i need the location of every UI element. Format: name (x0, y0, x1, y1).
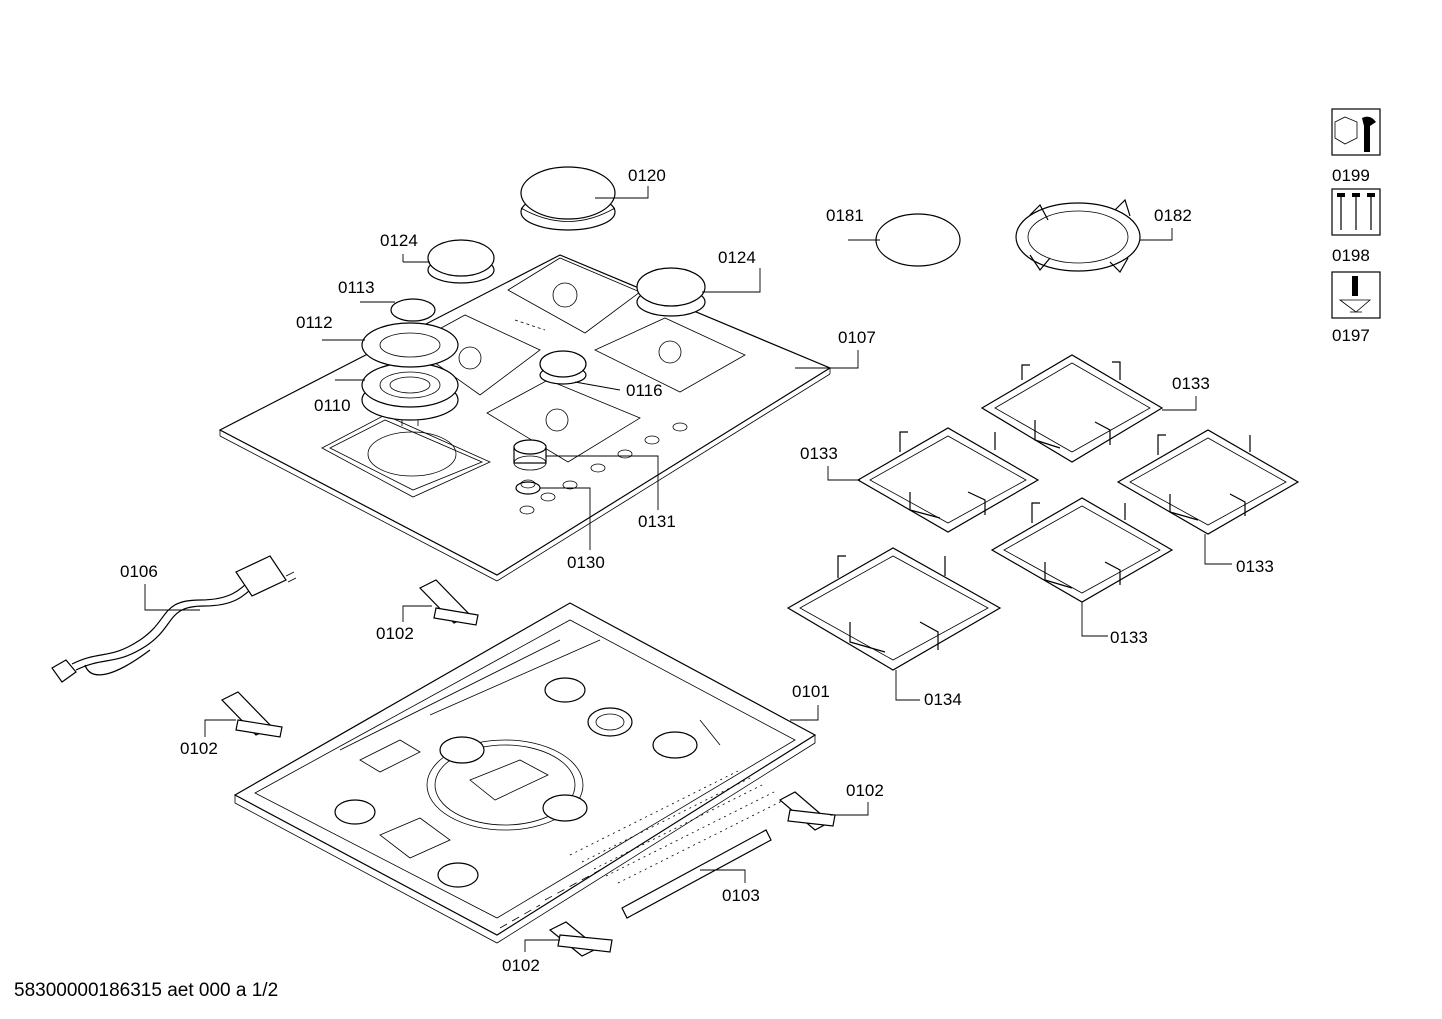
leader-lines (144, 186, 1232, 952)
burner-cap-medium-left (427, 239, 495, 284)
part-labels: 0120 0124 0124 0113 0112 0110 0116 0107 … (120, 166, 1370, 975)
seal-strip (621, 829, 772, 919)
label-0199: 0199 (1332, 166, 1370, 185)
label-0197: 0197 (1332, 326, 1370, 345)
bottom-tray (233, 602, 817, 944)
clamp-bottom (548, 921, 613, 957)
wok-ring (1015, 198, 1141, 273)
label-0102-bottom: 0102 (502, 956, 540, 975)
label-0181: 0181 (826, 206, 864, 225)
pan-support-front (990, 497, 1174, 603)
label-0103: 0103 (722, 886, 760, 905)
label-0124-right: 0124 (718, 248, 756, 267)
clamp-right (778, 791, 836, 831)
simmer-plate (875, 213, 961, 267)
label-0102-left: 0102 (180, 739, 218, 758)
label-0102-top: 0102 (376, 624, 414, 643)
label-0133-right: 0133 (1236, 557, 1274, 576)
document-code: 58300000186315 aet 000 a 1/2 (14, 980, 279, 1001)
label-0107: 0107 (838, 328, 876, 347)
pan-support-back-right (980, 354, 1164, 463)
power-cord (51, 555, 297, 683)
label-0116: 0116 (626, 381, 663, 400)
label-0133-left: 0133 (800, 444, 838, 463)
vent-holes (569, 769, 789, 884)
label-0113: 0113 (338, 278, 375, 297)
screwdriver-icon (1331, 271, 1381, 319)
label-0112: 0112 (296, 313, 333, 332)
pan-support-back-left (856, 427, 1040, 533)
label-0110: 0110 (314, 396, 351, 415)
clamp-left (220, 691, 283, 738)
burner-cap-medium-right (636, 267, 706, 317)
control-knob (513, 439, 547, 471)
label-0102-right: 0102 (846, 781, 884, 800)
label-0130: 0130 (567, 553, 605, 572)
label-0182: 0182 (1154, 206, 1192, 225)
burner-cap-small (539, 350, 587, 385)
knob-bezel (515, 479, 541, 495)
pan-support-wok (786, 547, 1002, 671)
label-0101: 0101 (792, 682, 830, 701)
label-0133-front: 0133 (1110, 628, 1148, 647)
screws-icon (1331, 188, 1381, 236)
label-0198: 0198 (1332, 246, 1370, 265)
hob-top-plate (218, 254, 832, 582)
label-0131: 0131 (638, 512, 676, 531)
burner-cap-large (520, 166, 616, 231)
pan-support-right (1116, 429, 1300, 535)
wok-burner-stack (361, 298, 459, 426)
label-0134: 0134 (924, 690, 962, 709)
label-0120: 0120 (628, 166, 666, 185)
label-0133-top: 0133 (1172, 374, 1210, 393)
label-0106: 0106 (120, 562, 158, 581)
label-0124-left: 0124 (380, 231, 418, 250)
wrench-nut-icon (1331, 108, 1381, 156)
clamp-top (418, 579, 479, 626)
